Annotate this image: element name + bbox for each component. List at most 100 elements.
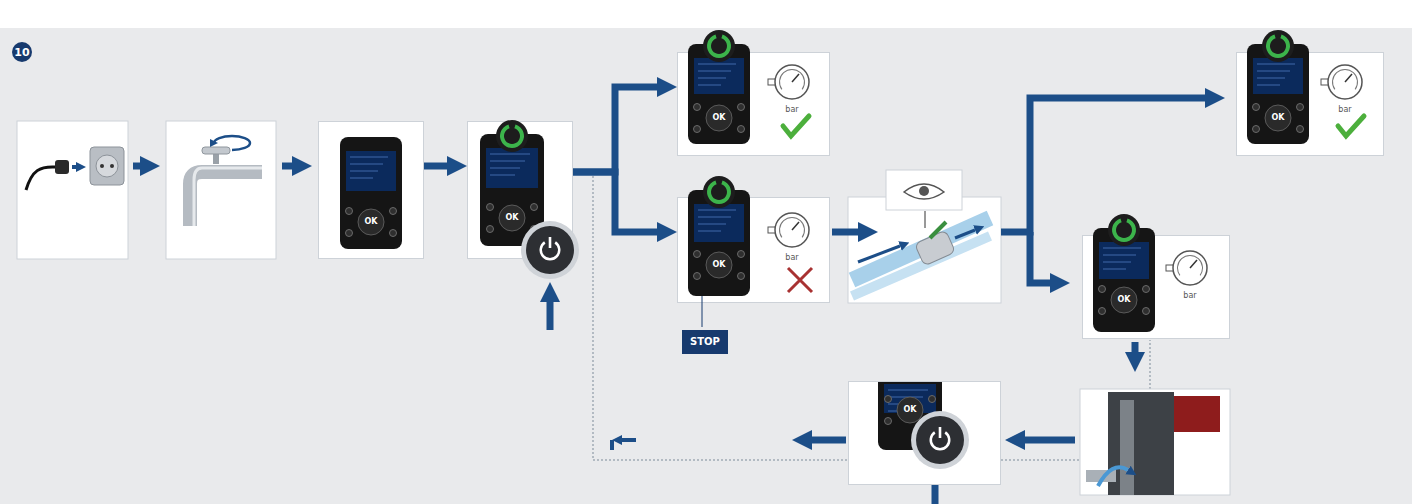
screen-line	[490, 153, 530, 155]
keypad-button	[885, 396, 892, 403]
controller-body	[340, 137, 402, 249]
eye-pupil	[919, 186, 929, 196]
status-ring	[707, 181, 731, 204]
keypad-button	[885, 418, 892, 425]
keypad-button	[694, 126, 701, 133]
screen-line	[698, 223, 726, 225]
screen-line	[350, 163, 383, 165]
keypad-button	[1143, 286, 1150, 293]
tap-shine	[194, 168, 262, 226]
keypad-button	[694, 273, 701, 280]
inspect-leader	[925, 211, 926, 228]
keypad	[499, 205, 525, 231]
gauge-scale	[779, 217, 805, 238]
valve-lever	[930, 222, 946, 238]
controller-step-box: OK	[318, 121, 424, 259]
flow-arrow	[832, 229, 858, 236]
controller-illustration	[849, 382, 1000, 484]
keypad-button	[1253, 126, 1260, 133]
keypad	[897, 397, 923, 423]
keypad-label: OK	[713, 261, 726, 269]
controller-step-box: OK	[467, 121, 573, 259]
keypad	[358, 209, 384, 235]
flow-arrows	[133, 98, 1205, 504]
keypad-label: OK	[1118, 296, 1131, 304]
flow-arrow	[1001, 98, 1205, 232]
flow-arrow	[858, 246, 900, 262]
keypad-label: OK	[1272, 114, 1285, 122]
screen-line	[1257, 84, 1280, 86]
screen-line	[1103, 268, 1126, 270]
inspect-badge	[886, 170, 962, 210]
pressure-gauge	[1173, 251, 1207, 285]
vent-arrow	[1098, 467, 1128, 486]
screen-line	[888, 389, 928, 391]
keypad-button	[1297, 104, 1304, 111]
controller-screen	[486, 148, 538, 188]
screen-line	[490, 160, 525, 162]
step-badge	[12, 42, 32, 62]
return-arrow-stem	[610, 440, 614, 450]
turn-arrow	[214, 136, 250, 150]
flow-arrow	[955, 230, 975, 238]
eye-icon	[904, 184, 944, 199]
return-arrow	[622, 438, 636, 442]
controller-step-box: OKbar	[677, 52, 830, 156]
keypad-button	[390, 208, 397, 215]
socket-hole	[110, 164, 114, 168]
screen-line	[698, 84, 721, 86]
keypad-label: OK	[904, 406, 917, 414]
flow-arrow	[1025, 437, 1075, 444]
gauge-scale	[779, 69, 805, 90]
screen-line	[698, 77, 726, 79]
controller-illustration	[468, 122, 572, 258]
status-ring-housing	[496, 120, 528, 152]
keypad-button	[1253, 104, 1260, 111]
screen-line	[350, 156, 388, 158]
keypad-button	[1297, 126, 1304, 133]
screen-line	[698, 216, 731, 218]
gauge-unit: bar	[785, 254, 798, 262]
pressure-gauge	[1328, 65, 1362, 99]
status-ring-housing	[1262, 30, 1294, 62]
power-cable	[26, 167, 56, 190]
fail-cross	[788, 268, 812, 292]
power-button	[916, 416, 964, 464]
power-button-rim	[911, 411, 969, 469]
screen-line	[490, 167, 520, 169]
keypad-button	[738, 126, 745, 133]
step-number: 10	[14, 47, 29, 58]
socket-face	[96, 155, 118, 177]
screen-line	[1103, 254, 1136, 256]
power-symbol	[939, 427, 942, 438]
gauge-needle	[792, 222, 799, 230]
plug-box	[17, 121, 128, 259]
power-button-rim	[521, 221, 579, 279]
turn-arrow-head	[210, 139, 218, 147]
screen-line	[350, 170, 378, 172]
flow-arrow	[573, 87, 657, 172]
keypad-button	[1099, 308, 1106, 315]
keypad-label: OK	[506, 214, 519, 222]
keypad-button	[694, 104, 701, 111]
keypad	[706, 105, 732, 131]
keypad-button	[531, 204, 538, 211]
gauge-needle	[792, 74, 799, 82]
screen-line	[698, 230, 721, 232]
tap-handle	[202, 147, 230, 154]
flow-arrow	[282, 163, 292, 170]
keypad-button	[929, 396, 936, 403]
keypad	[1111, 287, 1137, 313]
press-arrow	[932, 484, 939, 504]
keypad-button	[390, 230, 397, 237]
flow-arrow	[1132, 342, 1139, 352]
flow-arrow	[573, 172, 657, 232]
status-ring	[1266, 35, 1290, 58]
controller-screen	[346, 151, 396, 191]
pressure-gauge	[775, 213, 809, 247]
flow-arrow	[1030, 232, 1050, 283]
keypad-button	[487, 226, 494, 233]
plug-arrow	[72, 165, 76, 169]
controller-screen	[1253, 58, 1303, 94]
